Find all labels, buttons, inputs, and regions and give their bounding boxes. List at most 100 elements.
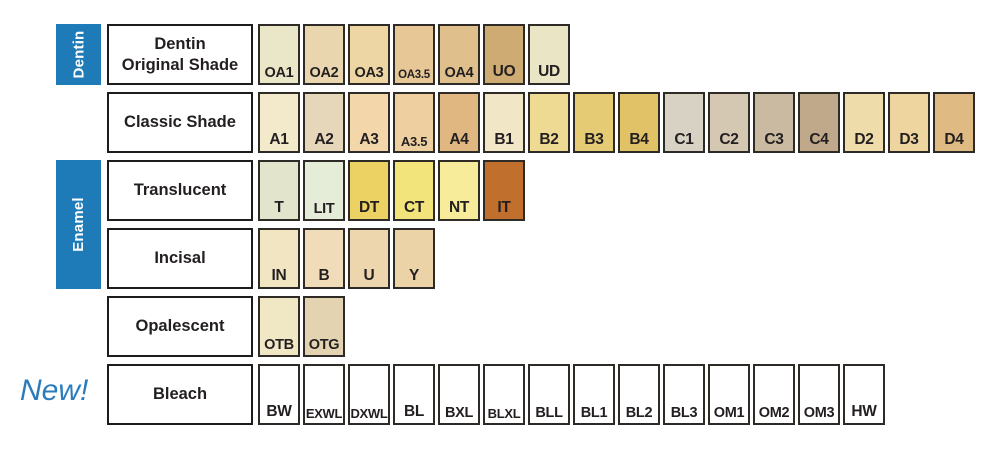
shade-swatch-oa3-5: OA3.5 (393, 24, 435, 85)
shade-swatch-oa2: OA2 (303, 24, 345, 85)
shade-swatch-a3-5: A3.5 (393, 92, 435, 153)
swatch-code-label: BL3 (670, 405, 698, 421)
shade-swatch-bl: BL (393, 364, 435, 425)
shade-swatch-a3: A3 (348, 92, 390, 153)
row-label: Incisal (107, 228, 253, 289)
shade-swatch-in: IN (258, 228, 300, 289)
swatch-code-label: D3 (899, 131, 919, 148)
shade-swatch-bw: BW (258, 364, 300, 425)
shade-swatch-om3: OM3 (798, 364, 840, 425)
shade-swatch-c4: C4 (798, 92, 840, 153)
swatch-code-label: IT (497, 199, 511, 216)
swatch-code-label: OM3 (803, 405, 835, 421)
swatch-code-label: B (318, 267, 330, 284)
swatch-code-label: OTB (264, 337, 294, 353)
row-label-line: Incisal (154, 249, 206, 268)
shade-row: Incisal IN B U Y (107, 228, 438, 289)
swatch-code-label: A3.5 (400, 134, 428, 149)
shade-swatch-b: B (303, 228, 345, 289)
swatch-code-label: NT (448, 199, 470, 216)
shade-swatch-hw: HW (843, 364, 885, 425)
swatch-code-label: D2 (854, 131, 874, 148)
row-label: Classic Shade (107, 92, 253, 153)
swatch-code-label: C2 (719, 131, 739, 148)
shade-swatch-bl1: BL1 (573, 364, 615, 425)
shade-swatch-dt: DT (348, 160, 390, 221)
swatch-code-label: T (274, 199, 284, 216)
row-label: Translucent (107, 160, 253, 221)
swatch-code-label: OTG (308, 337, 340, 353)
swatch-code-label: BLL (535, 405, 563, 421)
shade-swatch-y: Y (393, 228, 435, 289)
swatch-code-label: CT (403, 199, 425, 216)
shade-swatch-blxl: BLXL (483, 364, 525, 425)
swatch-code-label: B3 (584, 131, 604, 148)
swatch-code-label: BLXL (487, 406, 521, 421)
group-bar-enamel: Enamel (56, 160, 101, 289)
shade-swatch-bll: BLL (528, 364, 570, 425)
swatch-code-label: U (363, 267, 375, 284)
shade-swatch-ct: CT (393, 160, 435, 221)
shade-swatch-d2: D2 (843, 92, 885, 153)
swatch-code-label: OA3 (354, 65, 384, 81)
shade-swatch-bl2: BL2 (618, 364, 660, 425)
swatch-code-label: B2 (539, 131, 559, 148)
swatch-code-label: B4 (629, 131, 649, 148)
row-label-line: Bleach (152, 385, 208, 404)
row-label-line: Opalescent (135, 317, 225, 336)
new-badge: New! (20, 374, 89, 407)
swatch-code-label: DXWL (350, 406, 388, 421)
row-label-line: Translucent (133, 181, 227, 200)
shade-swatch-u: U (348, 228, 390, 289)
swatch-code-label: BL2 (625, 405, 653, 421)
swatch-code-label: OA1 (264, 65, 294, 81)
shade-swatch-b2: B2 (528, 92, 570, 153)
swatch-code-label: Y (408, 267, 420, 284)
shade-swatch-b3: B3 (573, 92, 615, 153)
swatch-code-label: OA2 (309, 65, 339, 81)
swatch-code-label: OA3.5 (398, 69, 430, 81)
shade-swatch-otg: OTG (303, 296, 345, 357)
swatch-code-label: A4 (449, 131, 469, 148)
swatch-code-label: OM2 (758, 405, 790, 421)
shade-swatch-uo: UO (483, 24, 525, 85)
swatch-code-label: LIT (313, 201, 335, 217)
row-label-line: Dentin (154, 34, 206, 53)
group-bar-label: Enamel (70, 197, 87, 252)
swatch-code-label: BW (266, 403, 292, 420)
swatch-code-label: OA4 (444, 65, 474, 81)
swatch-code-label: BL1 (580, 405, 608, 421)
swatch-code-label: BL (403, 403, 425, 420)
shade-swatch-t: T (258, 160, 300, 221)
swatch-code-label: D4 (944, 131, 964, 148)
shade-swatch-d3: D3 (888, 92, 930, 153)
swatch-code-label: BXL (444, 405, 474, 421)
shade-swatch-oa1: OA1 (258, 24, 300, 85)
swatch-code-label: HW (851, 403, 877, 420)
shade-swatch-c1: C1 (663, 92, 705, 153)
swatch-code-label: B1 (494, 131, 514, 148)
shade-swatch-c3: C3 (753, 92, 795, 153)
shade-swatch-a4: A4 (438, 92, 480, 153)
swatch-code-label: UD (538, 63, 560, 80)
shade-swatch-d4: D4 (933, 92, 975, 153)
swatch-code-label: DT (358, 199, 380, 216)
shade-swatch-dxwl: DXWL (348, 364, 390, 425)
row-label: Opalescent (107, 296, 253, 357)
swatch-code-label: A2 (314, 131, 334, 148)
shade-swatch-a1: A1 (258, 92, 300, 153)
row-label: Bleach (107, 364, 253, 425)
shade-swatch-it: IT (483, 160, 525, 221)
shade-swatch-exwl: EXWL (303, 364, 345, 425)
shade-swatch-bl3: BL3 (663, 364, 705, 425)
shade-swatch-c2: C2 (708, 92, 750, 153)
swatch-code-label: EXWL (305, 406, 343, 421)
shade-swatch-b4: B4 (618, 92, 660, 153)
swatch-code-label: C4 (809, 131, 829, 148)
